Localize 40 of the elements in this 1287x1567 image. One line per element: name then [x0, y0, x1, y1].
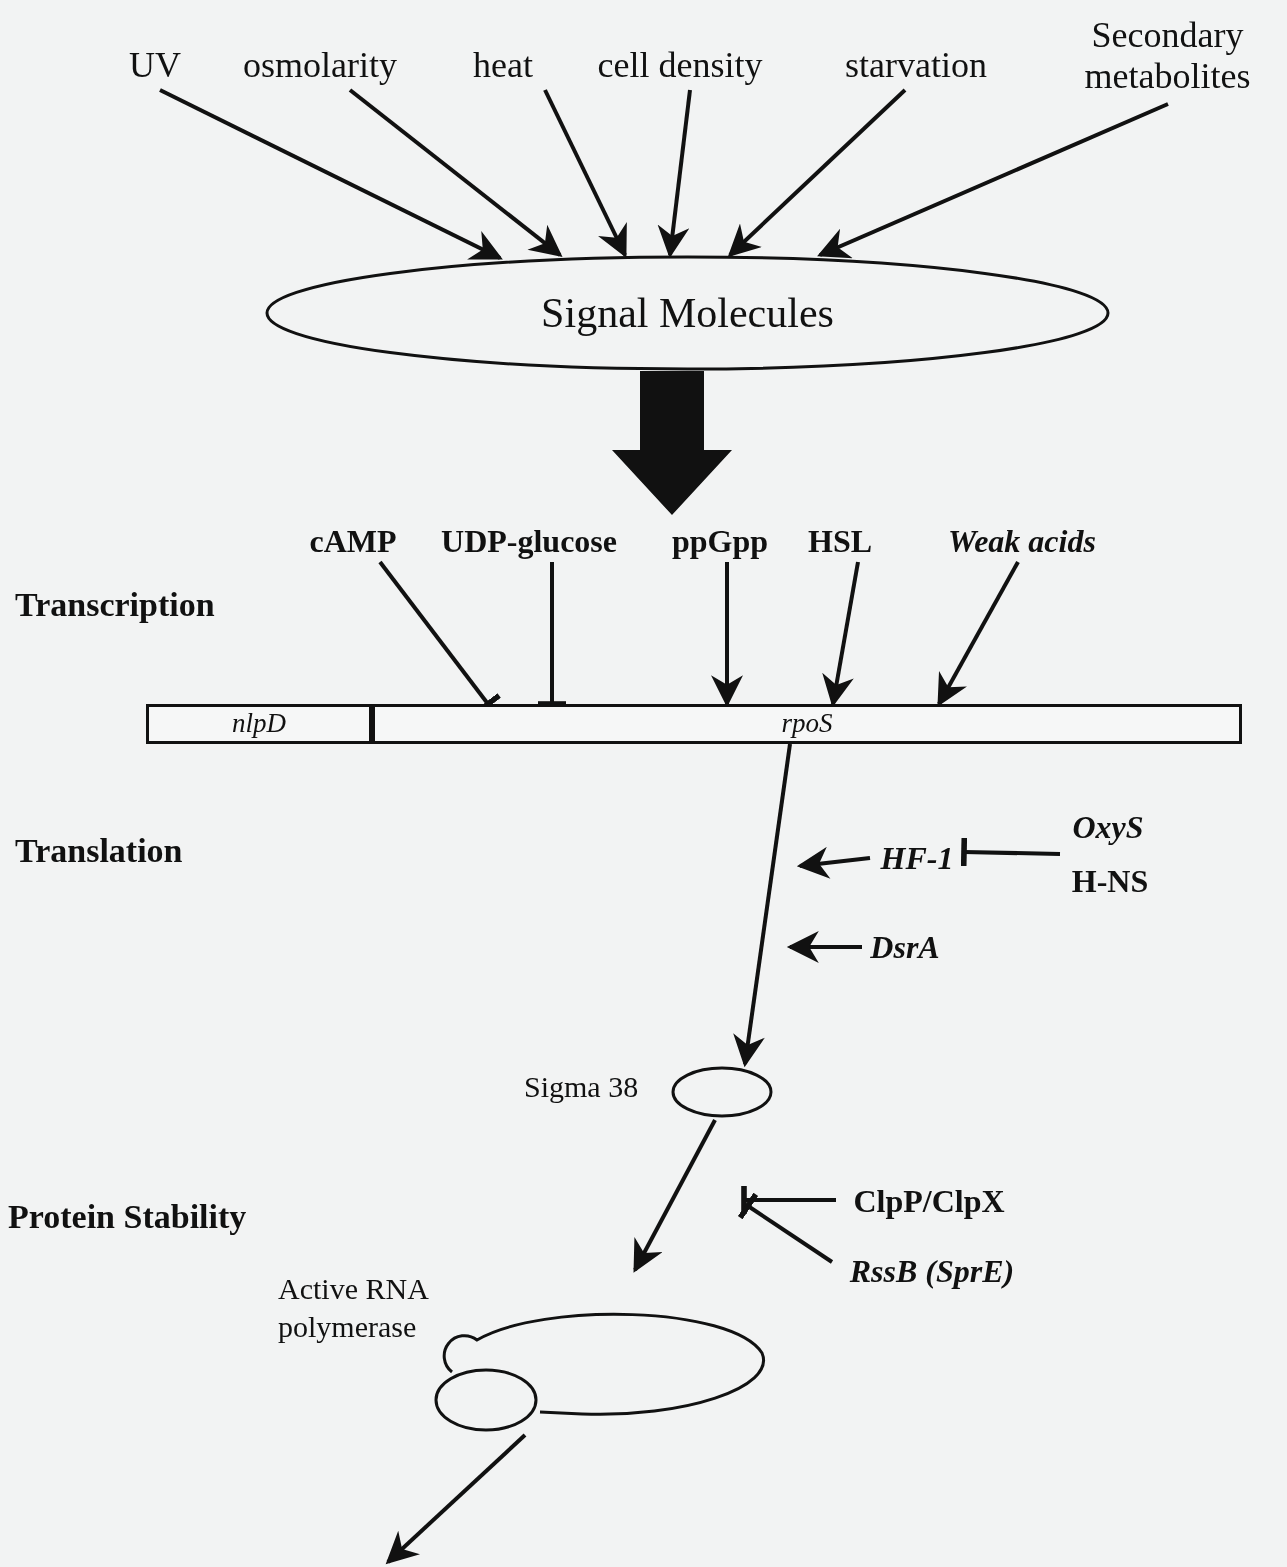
regulator-label: RssB (SprE) [832, 1248, 1032, 1294]
arrow [385, 1433, 527, 1565]
stage-label: Protein Stability [8, 1198, 247, 1236]
arrow [159, 88, 503, 260]
regulator-label: Weak acids [932, 520, 1112, 562]
regulator-label: ClpP/ClpX [836, 1178, 1022, 1224]
arrow [348, 88, 563, 257]
arrow [657, 89, 692, 259]
block-arrow [612, 371, 732, 515]
regulator-label: HSL [790, 520, 890, 562]
arrow [817, 102, 1169, 259]
node-label: Sigma 38 [524, 1070, 639, 1104]
node-label: Signal Molecules [541, 289, 834, 337]
gene-box: nlpD [146, 704, 372, 744]
input-label: heat [460, 42, 546, 90]
input-label: osmolarity [222, 42, 418, 90]
stage-label: Transcription [15, 586, 215, 624]
input-label: UV [115, 42, 195, 90]
regulator-label: cAMP [298, 520, 408, 562]
node-label: Active RNA polymerase [278, 1271, 429, 1345]
inhibition-line [960, 837, 1061, 867]
regulator-label: H-NS [1060, 860, 1160, 902]
inhibition-line [737, 1192, 834, 1264]
arrow [633, 1119, 717, 1273]
regulator-label: UDP-glucose [410, 520, 648, 562]
input-label: starvation [826, 42, 1006, 90]
regulator-label: DsrA [862, 926, 948, 968]
input-label: Secondary metabolites [1060, 8, 1275, 104]
regulator-label: ppGpp [650, 520, 790, 562]
input-label: cell density [576, 42, 784, 90]
stage-label: Translation [15, 832, 183, 870]
regulator-label: HF-1 [870, 836, 964, 880]
arrow [733, 743, 792, 1068]
regulator-label: OxyS [1060, 806, 1156, 848]
arrow [796, 846, 871, 879]
arrow [543, 89, 627, 258]
inhibition-line [741, 1186, 836, 1214]
gene-box: rpoS [372, 704, 1242, 744]
arrow [727, 88, 907, 258]
arrow [786, 931, 862, 963]
